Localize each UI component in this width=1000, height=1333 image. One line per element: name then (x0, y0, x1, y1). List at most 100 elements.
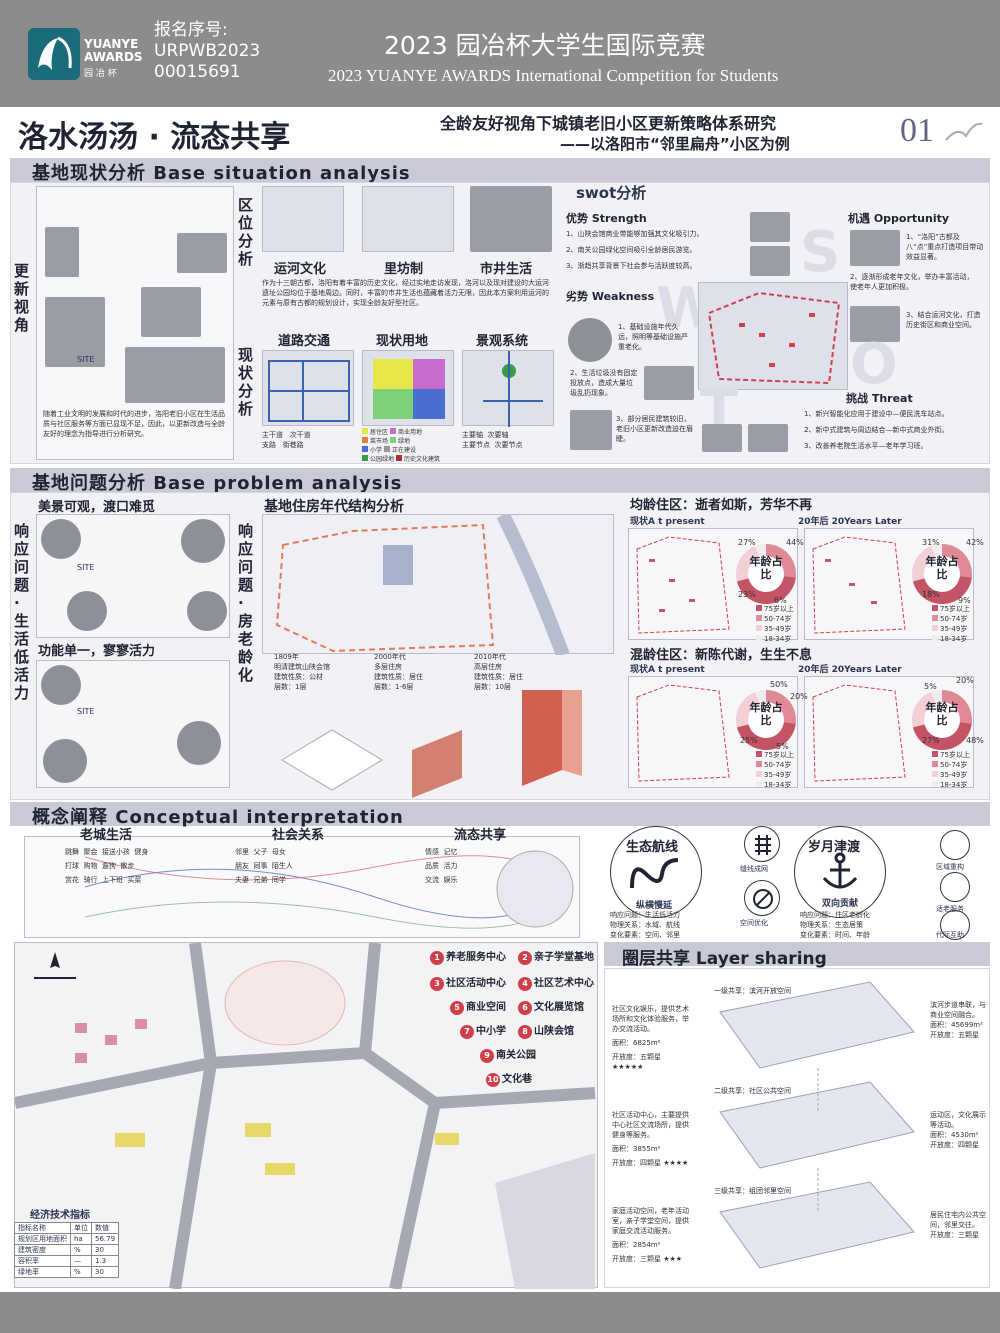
logo-mark-icon (28, 28, 80, 80)
flow-word: 购物 (83, 862, 98, 870)
legend-item: 75岁以上 (940, 605, 970, 613)
photo (177, 233, 227, 273)
vertical-label-house: 响应问题·房老龄化 (238, 522, 254, 684)
flow-word: 同事 (253, 862, 268, 870)
pct: 23% (738, 590, 756, 599)
swot-letter-s: S (800, 220, 841, 285)
legend-item: 次要节点 (494, 441, 523, 449)
legend-item: 18-34岁 (940, 635, 968, 643)
table-cell: % (70, 1266, 92, 1278)
age-legend: 75岁以上 50-74岁 35-49岁 18-34岁 (932, 750, 970, 790)
legend-item: 次干道 (289, 431, 311, 439)
subtitle-2: ——以洛阳市“邻里扁舟”小区为例 (560, 135, 790, 153)
table-cell: 1.3 (90, 1255, 120, 1267)
legend-item: 50-74岁 (764, 615, 792, 623)
flow-words-3: 情感 记忆 品质 活力 交流 娱乐 (425, 845, 505, 887)
era-name: 明清建筑山陕会馆 (274, 663, 330, 671)
poi-label: 社区活动中心 (446, 978, 506, 989)
flow-word: 聚会 (83, 848, 98, 856)
table-cell: ha (70, 1233, 92, 1245)
photo-circle (181, 519, 225, 563)
swot-item: 3、渐趋共享背景下社会参与活跃度较高。 (566, 262, 697, 270)
poi-label: 社区艺术中心 (534, 978, 594, 989)
donut-uniform-present (736, 544, 796, 604)
table-head: 数值 (90, 1222, 120, 1234)
table-cell: % (70, 1244, 92, 1256)
location-map-lifang (362, 186, 454, 252)
layer-level: 开放度：五颗星 ★★★★★ (612, 1053, 661, 1071)
culture-label-market: 市井生活 (480, 262, 533, 277)
table-row: 指标名称单位数值 (14, 1222, 120, 1234)
pct: 5% (776, 742, 789, 751)
layer-right-1: 滨河步道串联，与商业空间融合。 面积：45699m² 开放度：五颗星 (930, 1000, 986, 1040)
eco-index-title: 经济技术指标 (30, 1210, 90, 1221)
vertical-label-location: 区位分析 (238, 196, 254, 268)
photo-circle (568, 318, 612, 362)
opportunity-title: 机遇 Opportunity (848, 212, 950, 225)
eco-label-2: 空间优化 (740, 919, 768, 927)
table-cell: 56.79 (90, 1233, 120, 1245)
opportunity-item-1: 1、“洛阳”古都及八“点”重点打造项目带动效益显著。 (906, 233, 984, 261)
layer-area: 面积：4530m² (930, 1131, 979, 1139)
age-legend: 75岁以上 50-74岁 35-49岁 18-34岁 (932, 604, 970, 644)
swot-title: swot分析 (576, 184, 647, 202)
land-use-map (362, 350, 454, 426)
layer-diagram (700, 972, 924, 1290)
scenic-map: SITE (36, 514, 230, 638)
photo (125, 347, 225, 403)
ferry-sub: 双向贡献 (822, 899, 859, 909)
pct: 44% (786, 538, 804, 547)
yuanye-logo: YUANYE AWARDS 园 冶 杯 (28, 28, 143, 82)
subtitle-1: 全龄友好视角下城镇老旧小区更新策略体系研究 (440, 114, 777, 133)
swot-item: 2、南关公园绿化空间吸引全龄居民游览。 (566, 246, 697, 254)
later-label: 20年后 20Years Later (798, 665, 902, 675)
photo (45, 297, 105, 367)
road-map (262, 350, 354, 426)
main-title: 洛水汤汤 · 流态共享 (18, 120, 291, 155)
function-title: 功能单一，寥寥活力 (38, 644, 156, 659)
donut-label: 年龄占比 (749, 555, 783, 581)
layer-circle-2: 二级共享：社区公共空间 (714, 1087, 791, 1095)
legend-item: 35-49岁 (940, 771, 968, 779)
footer-band (0, 1292, 1000, 1333)
flow-words-1: 跳舞 聚会 接送小孩 健身 打球 购物 遛狗 散步 赏花 骑行 上下班 买菜 (65, 845, 225, 887)
era-name: 高层住房 (474, 663, 502, 671)
table-cell: 容积率 (14, 1255, 71, 1267)
legend-item: 75岁以上 (940, 751, 970, 759)
layer-desc: 社区文化娱乐，提供艺术场所和文化体验服务，举办交流活动。 (612, 1005, 689, 1033)
layer-desc: 社区活动中心，主要提供中心社区交流场所，提供健身等服务。 (612, 1111, 689, 1139)
legend-item: 历史文化建筑 (403, 456, 440, 463)
swot-item: 1、山陕会馆商业带能够加强其文化吸引力。 (566, 230, 704, 238)
layer-level: 开放度：四颗星 (930, 1141, 979, 1149)
donut-label: 年龄占比 (925, 701, 959, 727)
legend-item: 18-34岁 (940, 781, 968, 789)
vertical-label-status: 现状分析 (238, 346, 254, 418)
legend-item: 居住区 (370, 429, 389, 436)
pct: 20% (956, 676, 974, 685)
era-attr: 建筑性质：公材 (274, 673, 323, 681)
era-attr: 建筑性质：居住 (374, 673, 423, 681)
flow-word: 娱乐 (443, 876, 458, 884)
layer-block-2: 社区活动中心，主要提供中心社区交流场所，提供健身等服务。 面积：3855m² 开… (612, 1110, 692, 1168)
layer-desc: 滨河步道串联，与商业空间融合。 (930, 1001, 986, 1019)
table-head: 单位 (70, 1222, 92, 1234)
land-legend: 居住区 商业用地 菜市场 绿地 小学 正在建设 公园绿地 历史文化建筑 (362, 428, 454, 464)
anchor-icon (820, 852, 860, 896)
ferry-title: 岁月津渡 (808, 840, 861, 855)
layer-level: 开放度：三颗星 (930, 1231, 979, 1239)
flow-word: 陌生人 (271, 862, 293, 870)
layer-area: 面积：45699m² (930, 1021, 983, 1029)
site-label: SITE (77, 355, 95, 364)
age-legend: 75岁以上 50-74岁 35-49岁 18-34岁 (756, 750, 794, 790)
layer-area: 面积：3855m² (612, 1145, 661, 1153)
swot-letter-o: O (850, 332, 898, 397)
flow-word: 邻里 (235, 848, 249, 856)
brand-name: YUANYE AWARDS (84, 37, 143, 64)
eco-items: 响应问题：生活低活力 物理关系：水域、航线 变化要素：空间、邻里 (610, 910, 710, 940)
status-label-view: 景观系统 (476, 334, 529, 349)
legend-item: 主干道 (262, 431, 283, 439)
house-title: 基地住房年代结构分析 (264, 499, 404, 515)
photo-circle (67, 591, 107, 631)
table-head: 指标名称 (14, 1222, 71, 1234)
